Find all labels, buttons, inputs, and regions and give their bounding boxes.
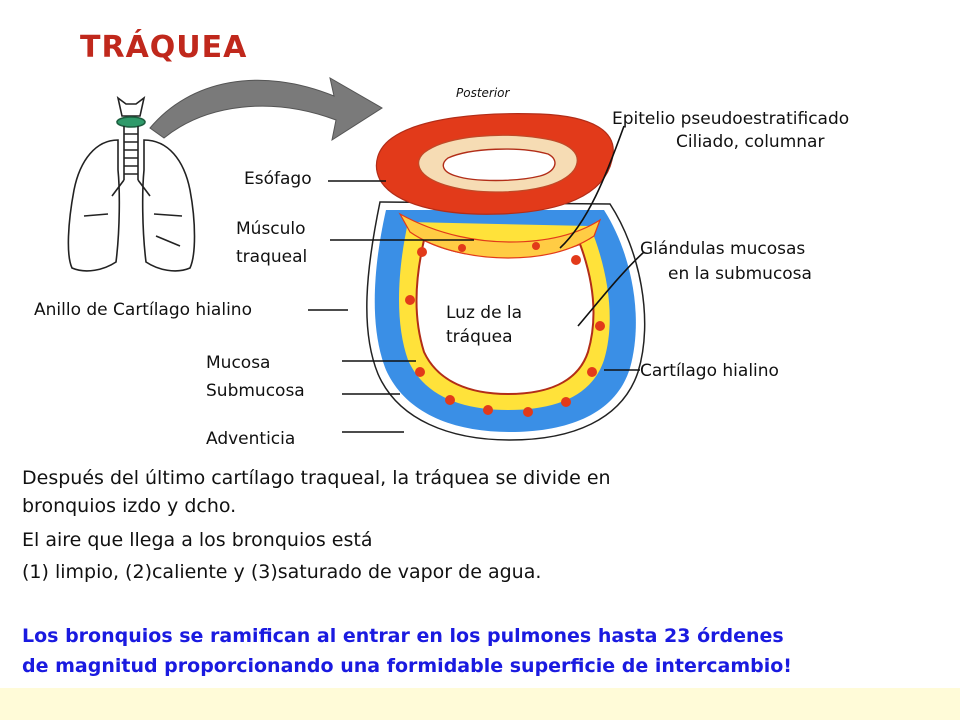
note-line-2: de magnitud proporcionando una formidabl…	[22, 655, 792, 677]
label-luz-line1: Luz de la	[446, 303, 523, 323]
label-posterior: Posterior	[456, 86, 510, 100]
trachea-cross-section	[366, 113, 646, 441]
paragraph-line-4: (1) limpio, (2)caliente y (3)saturado de…	[22, 561, 542, 583]
paragraph-line-1: Después del último cartílago traqueal, l…	[22, 467, 611, 489]
label-glandulas-line2: en la submucosa	[668, 264, 812, 284]
label-anillo: Anillo de Cartílago hialino	[34, 300, 252, 320]
label-submucosa: Submucosa	[206, 381, 305, 401]
label-luz-line2: tráquea	[446, 327, 513, 347]
paragraph-line-3: El aire que llega a los bronquios está	[22, 529, 373, 551]
label-glandulas-line1: Glándulas mucosas	[640, 239, 806, 259]
note-line-1: Los bronquios se ramifican al entrar en …	[22, 625, 784, 647]
label-cartilago: Cartílago hialino	[640, 361, 779, 381]
slide-title: TRÁQUEA	[80, 30, 248, 65]
label-epitelio-line1: Epitelio pseudoestratificado	[612, 109, 850, 129]
label-mucosa: Mucosa	[206, 353, 271, 373]
label-epitelio-line2: Ciliado, columnar	[676, 132, 825, 152]
curved-arrow-icon	[149, 76, 383, 142]
leader-lines	[308, 125, 645, 433]
label-musculo-line2: traqueal	[236, 247, 308, 267]
label-musculo-line1: Músculo	[236, 219, 306, 239]
lungs-trachea-icon	[67, 96, 196, 272]
footer-band	[0, 688, 960, 720]
paragraph-line-2: bronquios izdo y dcho.	[22, 495, 237, 517]
label-esofago: Esófago	[244, 169, 312, 189]
label-adventicia: Adventicia	[206, 429, 296, 449]
